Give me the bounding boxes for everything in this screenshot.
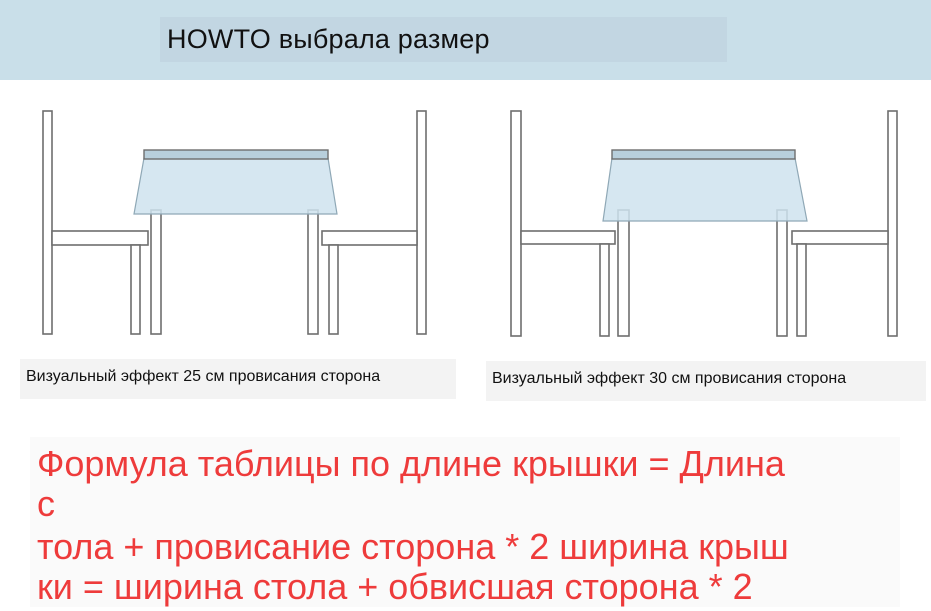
- table-leg-right: [307, 209, 319, 335]
- tablecloth: [133, 157, 338, 215]
- left-chair-leg: [599, 243, 610, 337]
- table-leg-right: [776, 209, 788, 337]
- header-band: HOWTO выбрала размер: [0, 0, 931, 80]
- left-chair-seat: [51, 230, 149, 246]
- formula-line-2: с: [37, 483, 55, 524]
- table-top: [143, 149, 329, 160]
- caption-30cm: Визуальный эффект 30 см провисания сторо…: [492, 370, 847, 387]
- right-chair-leg: [328, 244, 339, 335]
- right-chair-leg: [796, 243, 807, 337]
- header-title-box: HOWTO выбрала размер: [160, 17, 727, 62]
- page-title: HOWTO выбрала размер: [167, 24, 490, 54]
- formula-line-1: Формула таблицы по длине крышки = Длина: [37, 443, 785, 484]
- left-chair-back: [510, 110, 522, 337]
- formula-panel: Формула таблицы по длине крышки = Длина …: [30, 437, 900, 607]
- right-chair-back: [416, 110, 427, 335]
- right-chair-back: [887, 110, 898, 337]
- formula-line-4: ки = ширина стола + обвисшая сторона * 2: [37, 566, 753, 607]
- table-chairs-illustration-25cm: [42, 110, 427, 335]
- caption-25cm: Визуальный эффект 25 см провисания сторо…: [26, 368, 381, 385]
- formula-line-3: тола + провисание сторона * 2 ширина кры…: [37, 526, 789, 567]
- tablecloth: [602, 157, 808, 222]
- table-top: [611, 149, 796, 160]
- caption-box-25cm: Визуальный эффект 25 см провисания сторо…: [20, 359, 456, 399]
- right-chair-seat: [321, 230, 418, 246]
- left-chair-back: [42, 110, 53, 335]
- right-chair-seat: [791, 230, 889, 245]
- table-leg-left: [617, 209, 630, 337]
- table-chairs-illustration-30cm: [510, 110, 898, 337]
- left-chair-leg: [130, 244, 141, 335]
- caption-box-30cm: Визуальный эффект 30 см провисания сторо…: [486, 361, 926, 401]
- left-chair-seat: [520, 230, 616, 245]
- table-leg-left: [150, 209, 162, 335]
